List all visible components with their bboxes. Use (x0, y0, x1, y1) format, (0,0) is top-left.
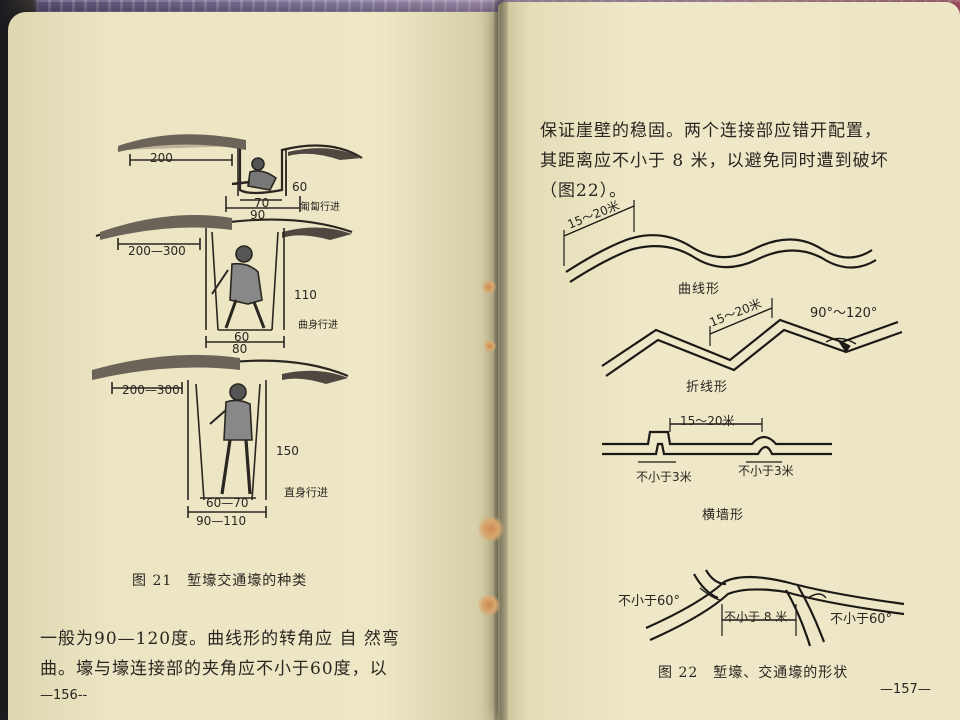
junction-left-angle: 不小于60° (618, 594, 681, 609)
left-body-line-1: 一般为90—120度。曲线形的转角应 自 然弯 (40, 629, 400, 649)
figure-21-caption: 图 21 堑壕交通壕的种类 (132, 573, 308, 589)
left-body-line-2: 曲。壕与壕连接部的夹角应不小于60度，以 (40, 659, 388, 679)
label-trench3: 直身行进 (284, 486, 328, 499)
page-number-right: —157— (880, 682, 931, 697)
dim-trench2-top: 200—300 (128, 244, 186, 258)
curve-label: 曲线形 (678, 282, 721, 297)
figure-22-caption: 图 22 堑壕、交通壕的形状 (658, 665, 849, 681)
traverse-right-min: 不小于3米 (738, 464, 794, 478)
label-trench1: 匍匐行进 (300, 202, 340, 213)
dim-trench1-depth: 60 (292, 180, 308, 194)
traverse-left-min: 不小于3米 (636, 470, 692, 484)
dim-trench2-bottom-outer: 80 (232, 342, 248, 356)
right-body-line-3: （图22）。 (540, 181, 628, 201)
traverse-label: 横墙形 (702, 508, 745, 523)
right-body-line-2: 其距离应不小于 8 米，以避免同时遭到破坏 (540, 151, 889, 171)
dim-trench2-depth: 110 (294, 288, 317, 302)
foxing-stain (478, 594, 500, 616)
dim-trench1-bottom: 70 (254, 196, 270, 210)
foxing-stain (484, 340, 496, 352)
dim-trench3-depth: 150 (276, 444, 299, 458)
junction-distance: 不小于 8 米 (724, 610, 788, 624)
foxing-stain (482, 280, 496, 294)
zigzag-angle: 90°～120° (810, 306, 878, 321)
dim-trench3-top: 200—300 (122, 383, 180, 397)
dim-trench1-bottom-outer: 90 (250, 208, 266, 222)
right-body-line-1: 保证崖壁的稳固。两个连接部应错开配置， (540, 121, 882, 141)
page-number-left: —156-- (40, 688, 88, 703)
label-trench2: 曲身行进 (298, 320, 338, 331)
foxing-stain (478, 516, 504, 542)
traverse-dimension: 15～20米 (680, 414, 735, 428)
dim-trench3-bottom: 60—70 (206, 496, 249, 510)
dim-trench1-top: 200 (150, 151, 173, 165)
junction-right-angle: 不小于60° (830, 612, 893, 627)
dim-trench3-bottom-outer: 90—110 (196, 514, 247, 528)
zigzag-label: 折线形 (686, 380, 729, 395)
dim-trench2-bottom: 60 (234, 330, 250, 344)
left-page (8, 12, 504, 720)
